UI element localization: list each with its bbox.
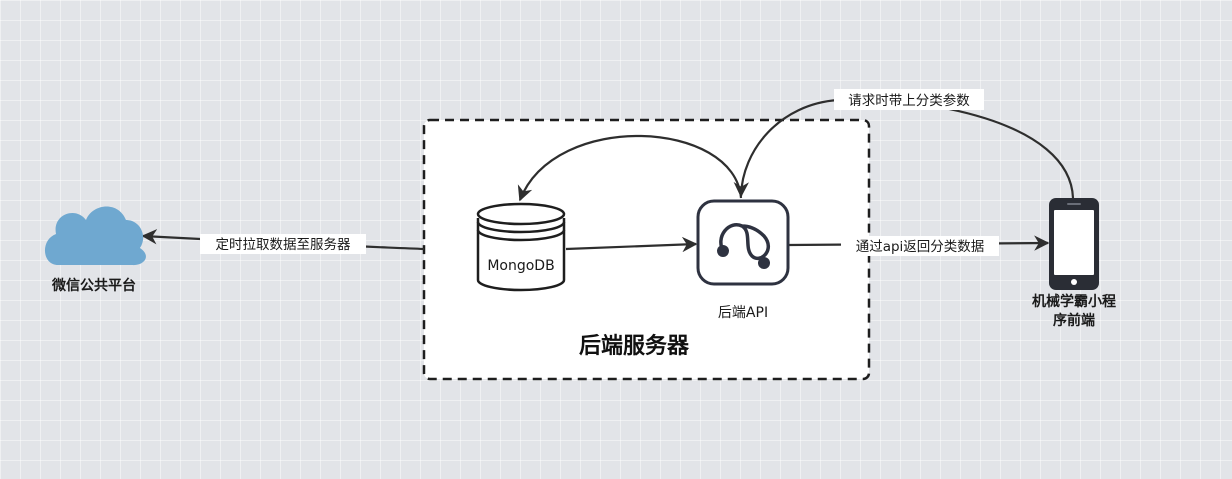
frontend-node: 机械学霸小程 序前端: [1032, 198, 1116, 329]
edge-pull-data: 定时拉取数据至服务器: [141, 229, 425, 254]
edge-db-to-api-line: [565, 236, 698, 253]
edge-return-data-label-bg: [841, 236, 999, 256]
edge-return-data: 通过api返回分类数据: [788, 235, 1050, 256]
server-group: 后端服务器: [422, 118, 871, 381]
edge-api-to-db: [517, 134, 743, 202]
edge-pull-data-label-bg: [200, 234, 366, 254]
edge-pull-data-label: 定时拉取数据至服务器: [216, 237, 351, 253]
edge-request-params-label-bg: [834, 89, 984, 110]
cloud-icon: [44, 206, 146, 266]
edge-request-params: 请求时带上分类参数: [733, 89, 1075, 199]
smartphone-icon: [1049, 198, 1099, 290]
edge-api-to-db-line: [517, 134, 743, 202]
server-group-title: 后端服务器: [579, 334, 690, 359]
api-node-label: 后端API: [718, 305, 768, 321]
database-icon: [476, 202, 566, 292]
frontend-node-label-line2: 序前端: [1053, 312, 1095, 329]
api-icon: [696, 199, 790, 286]
mongodb-node: MongoDB: [476, 202, 566, 292]
wechat-node: 微信公共平台: [44, 206, 146, 294]
edge-request-params-label: 请求时带上分类参数: [848, 92, 970, 109]
api-node: 后端API: [696, 199, 790, 321]
wechat-node-label: 微信公共平台: [51, 277, 136, 294]
mongodb-node-label: MongoDB: [487, 258, 554, 274]
frontend-node-label-line1: 机械学霸小程: [1032, 293, 1116, 310]
edge-return-data-label: 通过api返回分类数据: [856, 239, 985, 255]
edge-db-to-api: [565, 236, 698, 253]
server-group-box: [422, 118, 871, 381]
